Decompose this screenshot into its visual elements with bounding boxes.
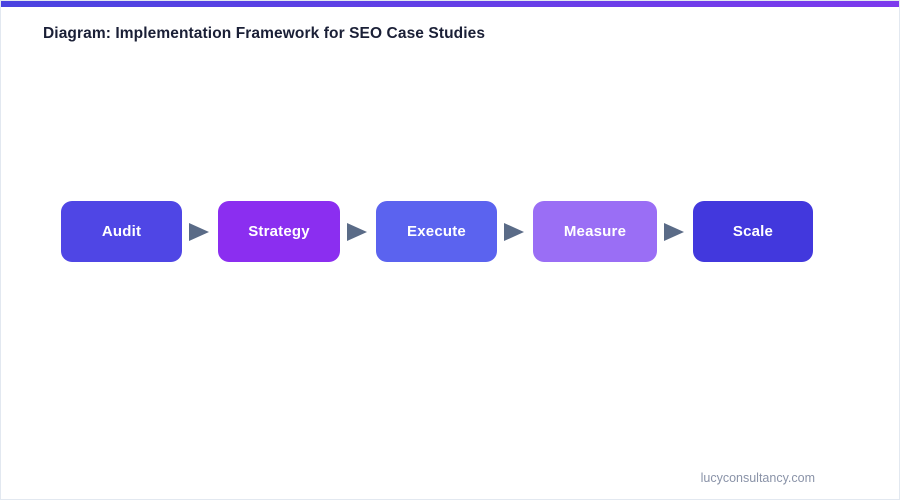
process-flow-diagram: Audit Strategy Execute Measure bbox=[61, 201, 813, 262]
flow-node-label: Scale bbox=[732, 223, 774, 240]
flow-node-strategy[interactable]: Strategy bbox=[218, 201, 340, 262]
top-accent-bar bbox=[1, 1, 899, 7]
flow-node-measure[interactable]: Measure bbox=[533, 201, 657, 262]
flow-node-label: Execute bbox=[407, 223, 466, 240]
flow-node-label: Strategy bbox=[248, 223, 310, 240]
page-title: Diagram: Implementation Framework for SE… bbox=[43, 25, 486, 42]
arrow-right-icon bbox=[182, 201, 218, 262]
arrow-right-icon bbox=[657, 201, 693, 262]
flow-node-label: Audit bbox=[101, 223, 142, 240]
flow-node-execute[interactable]: Execute bbox=[376, 201, 497, 262]
flow-node-scale[interactable]: Scale bbox=[693, 201, 813, 262]
flow-node-label: Measure bbox=[563, 223, 627, 240]
arrow-right-icon bbox=[497, 201, 533, 262]
footer-domain: lucyconsultancy.com bbox=[700, 471, 815, 485]
arrow-right-icon bbox=[340, 201, 376, 262]
flow-node-audit[interactable]: Audit bbox=[61, 201, 182, 262]
